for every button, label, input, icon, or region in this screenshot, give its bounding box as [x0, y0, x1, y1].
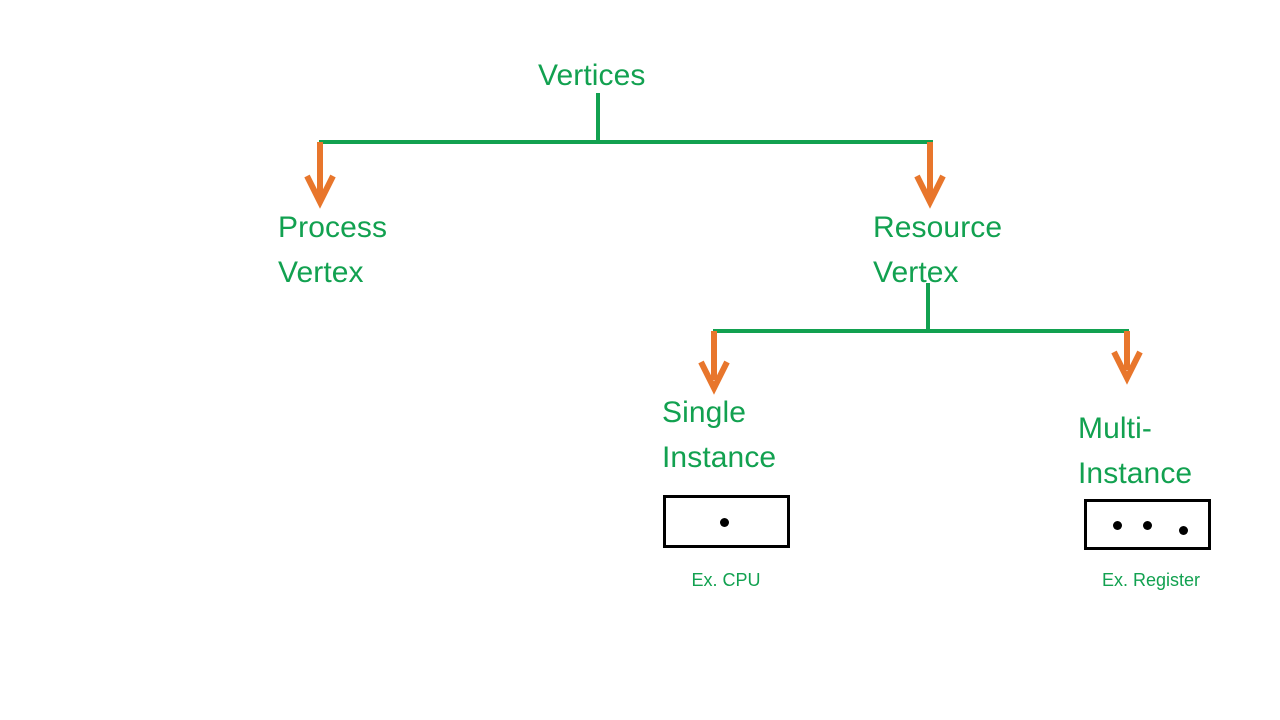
resource-box-single-instance — [663, 495, 790, 548]
arrowhead-single-instance — [698, 360, 730, 395]
instance-dot — [1179, 526, 1188, 535]
arrowhead-resource-vertex — [914, 174, 946, 209]
arrowhead-multi-instance — [1111, 350, 1143, 385]
instance-dot — [1113, 521, 1122, 530]
caption-single-instance-example: Ex. CPU — [691, 570, 761, 590]
node-label-single-instance: Single Instance — [662, 396, 777, 474]
node-label-vertices: Vertices — [538, 59, 646, 92]
node-label-process-vertex: Process Vertex — [278, 211, 388, 289]
resource-box-multi-instance — [1084, 499, 1211, 550]
instance-dot — [1143, 521, 1152, 530]
node-label-multi-instance: Multi- Instance — [1078, 412, 1193, 490]
caption-multi-instance-example: Ex. Register — [1101, 570, 1201, 590]
node-label-resource-vertex: Resource Vertex — [873, 211, 1003, 289]
instance-dot — [720, 518, 729, 527]
arrowhead-process-vertex — [304, 174, 336, 209]
